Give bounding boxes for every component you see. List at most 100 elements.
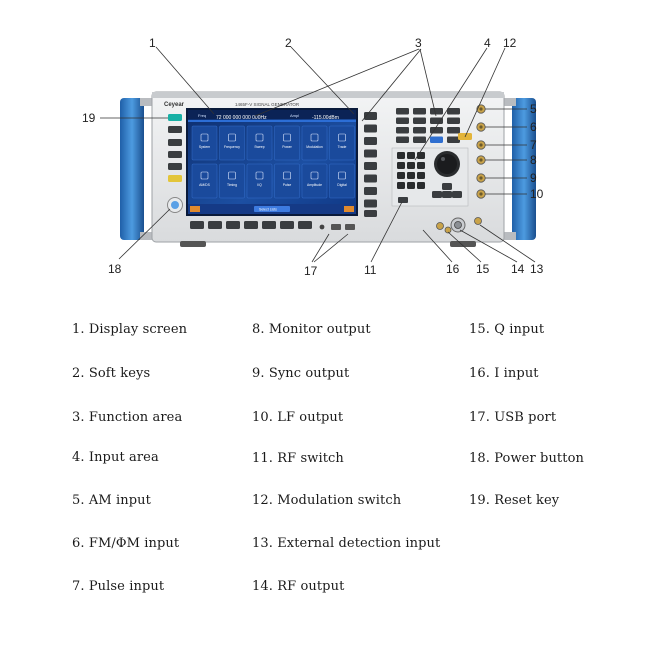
function-key[interactable] <box>413 127 426 134</box>
model-label: 1465F-V SIGNAL GENERATOR <box>235 102 300 107</box>
screen-tile[interactable]: Trade <box>329 125 355 161</box>
bnc-connector[interactable] <box>476 122 486 132</box>
soft-key[interactable] <box>364 149 377 158</box>
bottom-key[interactable] <box>280 221 294 229</box>
keypad-key[interactable] <box>397 152 405 159</box>
legend-item: 12. Modulation switch <box>252 493 402 508</box>
function-key[interactable] <box>447 108 460 115</box>
bnc-connector[interactable] <box>476 104 486 114</box>
rotary-knob[interactable] <box>434 151 460 177</box>
keypad-key[interactable] <box>397 182 405 189</box>
soft-key[interactable] <box>364 137 377 145</box>
soft-key[interactable] <box>364 162 377 170</box>
save-key[interactable] <box>168 151 182 158</box>
legend-item: 18. Power button <box>469 451 584 466</box>
bottom-key[interactable] <box>208 221 222 229</box>
function-key[interactable] <box>396 127 409 134</box>
legend-item: 1. Display screen <box>72 322 188 337</box>
screen-tile[interactable]: Power <box>274 125 300 161</box>
tile-icon <box>310 171 319 180</box>
screen-tile[interactable]: I/Q <box>246 163 273 199</box>
tile-icon <box>200 133 209 142</box>
screen-tile[interactable]: Timing <box>219 163 245 199</box>
arrow-keys[interactable] <box>432 183 462 198</box>
screen-tile[interactable]: System <box>191 125 218 161</box>
legend-item: 15. Q input <box>469 322 545 337</box>
soft-key[interactable] <box>364 174 377 183</box>
screen-tile[interactable]: Amplitude <box>301 163 328 199</box>
tile-icon <box>338 171 346 180</box>
tile-icon <box>255 171 264 180</box>
tile-icon <box>200 171 209 180</box>
bnc-connector[interactable] <box>476 173 486 183</box>
soft-key[interactable] <box>364 199 377 208</box>
keypad-key[interactable] <box>397 162 405 169</box>
screen-tile[interactable]: Digital <box>329 163 355 199</box>
keypad-key[interactable] <box>407 182 415 189</box>
recall-key[interactable] <box>168 163 182 170</box>
connector-column <box>476 104 486 199</box>
q-input[interactable] <box>444 226 452 234</box>
function-key[interactable] <box>413 117 426 125</box>
usb-ports[interactable] <box>319 224 355 230</box>
function-key[interactable] <box>413 136 426 144</box>
bottom-key[interactable] <box>262 221 276 229</box>
screen-tile-label: Frequency <box>224 145 240 149</box>
function-key[interactable] <box>396 117 409 125</box>
preset-key[interactable] <box>168 114 182 121</box>
function-key[interactable] <box>447 127 460 134</box>
legend-item: 10. LF output <box>252 410 344 425</box>
bottom-key[interactable] <box>226 221 240 229</box>
screen-tile-label: Amplitude <box>307 183 322 187</box>
screen-tile[interactable]: AM/DS <box>191 163 218 199</box>
soft-key[interactable] <box>364 187 377 195</box>
foot-right <box>450 241 476 247</box>
function-key[interactable] <box>396 136 409 144</box>
function-key[interactable] <box>430 117 443 125</box>
keypad-key[interactable] <box>417 162 425 169</box>
bnc-connector[interactable] <box>476 189 486 199</box>
legend-item: 5. AM input <box>72 493 151 508</box>
external-detection-input[interactable] <box>474 217 482 225</box>
legend-item: 17. USB port <box>469 410 557 425</box>
function-key[interactable] <box>413 108 426 115</box>
screen-tile[interactable]: Frequency <box>219 125 245 161</box>
rf-switch[interactable] <box>398 197 408 203</box>
keypad-key[interactable] <box>417 182 425 189</box>
handle-right <box>502 98 536 240</box>
bottom-key[interactable] <box>298 221 312 229</box>
help-key[interactable] <box>168 175 182 182</box>
tile-icon <box>338 133 346 142</box>
bottom-key[interactable] <box>190 221 204 229</box>
fn-key[interactable] <box>168 139 182 146</box>
keypad-key[interactable] <box>397 172 405 179</box>
keypad-key[interactable] <box>407 162 415 169</box>
function-key[interactable] <box>447 117 460 125</box>
instrument-diagram: Ceyear 1465F-V SIGNAL GENERATOR Freq Amp… <box>82 36 544 278</box>
function-key[interactable] <box>430 136 443 144</box>
power-button[interactable] <box>167 197 183 213</box>
function-key[interactable] <box>430 127 443 134</box>
screen-tile[interactable]: Sweep <box>246 125 273 161</box>
i-input[interactable] <box>436 222 444 230</box>
function-key[interactable] <box>396 108 409 115</box>
soft-key-return[interactable] <box>364 210 377 217</box>
legend-item: 11. RF switch <box>252 451 344 466</box>
bottom-key[interactable] <box>244 221 258 229</box>
bnc-connector[interactable] <box>476 140 486 150</box>
soft-key[interactable] <box>364 124 377 133</box>
legend-item: 8. Monitor output <box>252 322 371 337</box>
keypad-key[interactable] <box>407 152 415 159</box>
function-key[interactable] <box>447 136 460 144</box>
keypad-key[interactable] <box>417 172 425 179</box>
local-key[interactable] <box>168 126 182 133</box>
left-key-column <box>168 114 182 182</box>
rf-output[interactable] <box>450 217 466 233</box>
screen-tile[interactable]: Pulse <box>274 163 300 199</box>
screen-tile[interactable]: Modulation <box>301 125 328 161</box>
keypad-key[interactable] <box>407 172 415 179</box>
bnc-connector[interactable] <box>476 155 486 165</box>
callout-numbers: 1 2 3 4 12 19 5 6 7 8 9 10 18 17 11 16 1… <box>82 36 544 278</box>
screen-tile-label: Timing <box>227 183 237 187</box>
function-key[interactable] <box>430 108 443 115</box>
